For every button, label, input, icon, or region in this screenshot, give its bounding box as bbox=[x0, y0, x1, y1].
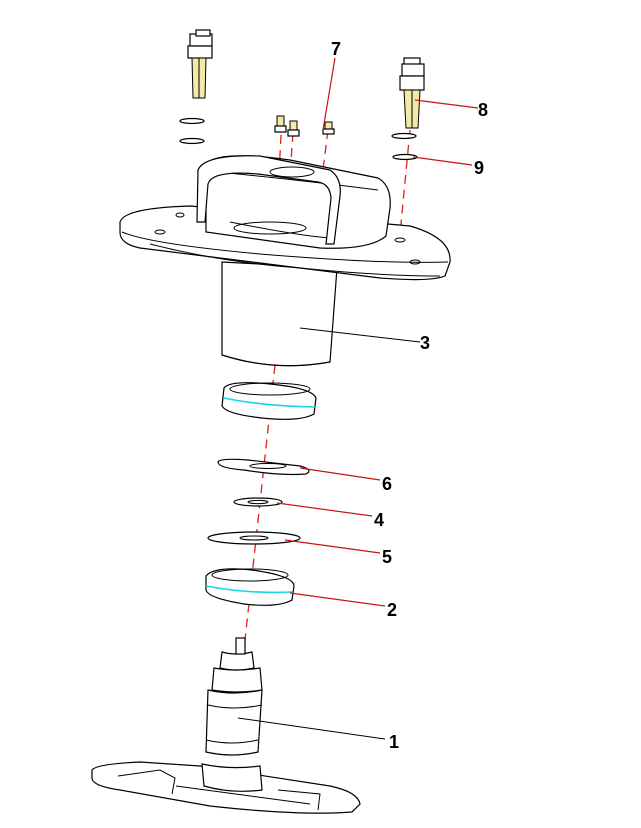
flanged-housing bbox=[119, 155, 451, 367]
callout-4: 4 bbox=[374, 510, 384, 530]
small-screws bbox=[274, 115, 335, 137]
callout-1: 1 bbox=[389, 732, 399, 752]
callout-9: 9 bbox=[474, 158, 484, 178]
small-ring bbox=[233, 497, 283, 507]
callout-numbers: 7 8 9 3 6 4 5 2 1 bbox=[331, 39, 488, 752]
spindle-shaft bbox=[91, 637, 361, 814]
washers-top-left bbox=[179, 117, 205, 145]
disc-plate bbox=[207, 531, 301, 545]
plate-washer bbox=[217, 458, 310, 476]
washers-top-right bbox=[391, 132, 418, 161]
bolt-top-right bbox=[399, 57, 425, 129]
callout-3: 3 bbox=[420, 333, 430, 353]
callout-5: 5 bbox=[382, 547, 392, 567]
callout-6: 6 bbox=[382, 474, 392, 494]
callout-8: 8 bbox=[478, 100, 488, 120]
bearing-upper bbox=[221, 382, 317, 420]
bolt-top-left bbox=[187, 29, 213, 99]
callout-7: 7 bbox=[331, 39, 341, 59]
leader-lines bbox=[237, 57, 479, 740]
callout-2: 2 bbox=[387, 600, 397, 620]
bearing-lower bbox=[205, 568, 295, 606]
